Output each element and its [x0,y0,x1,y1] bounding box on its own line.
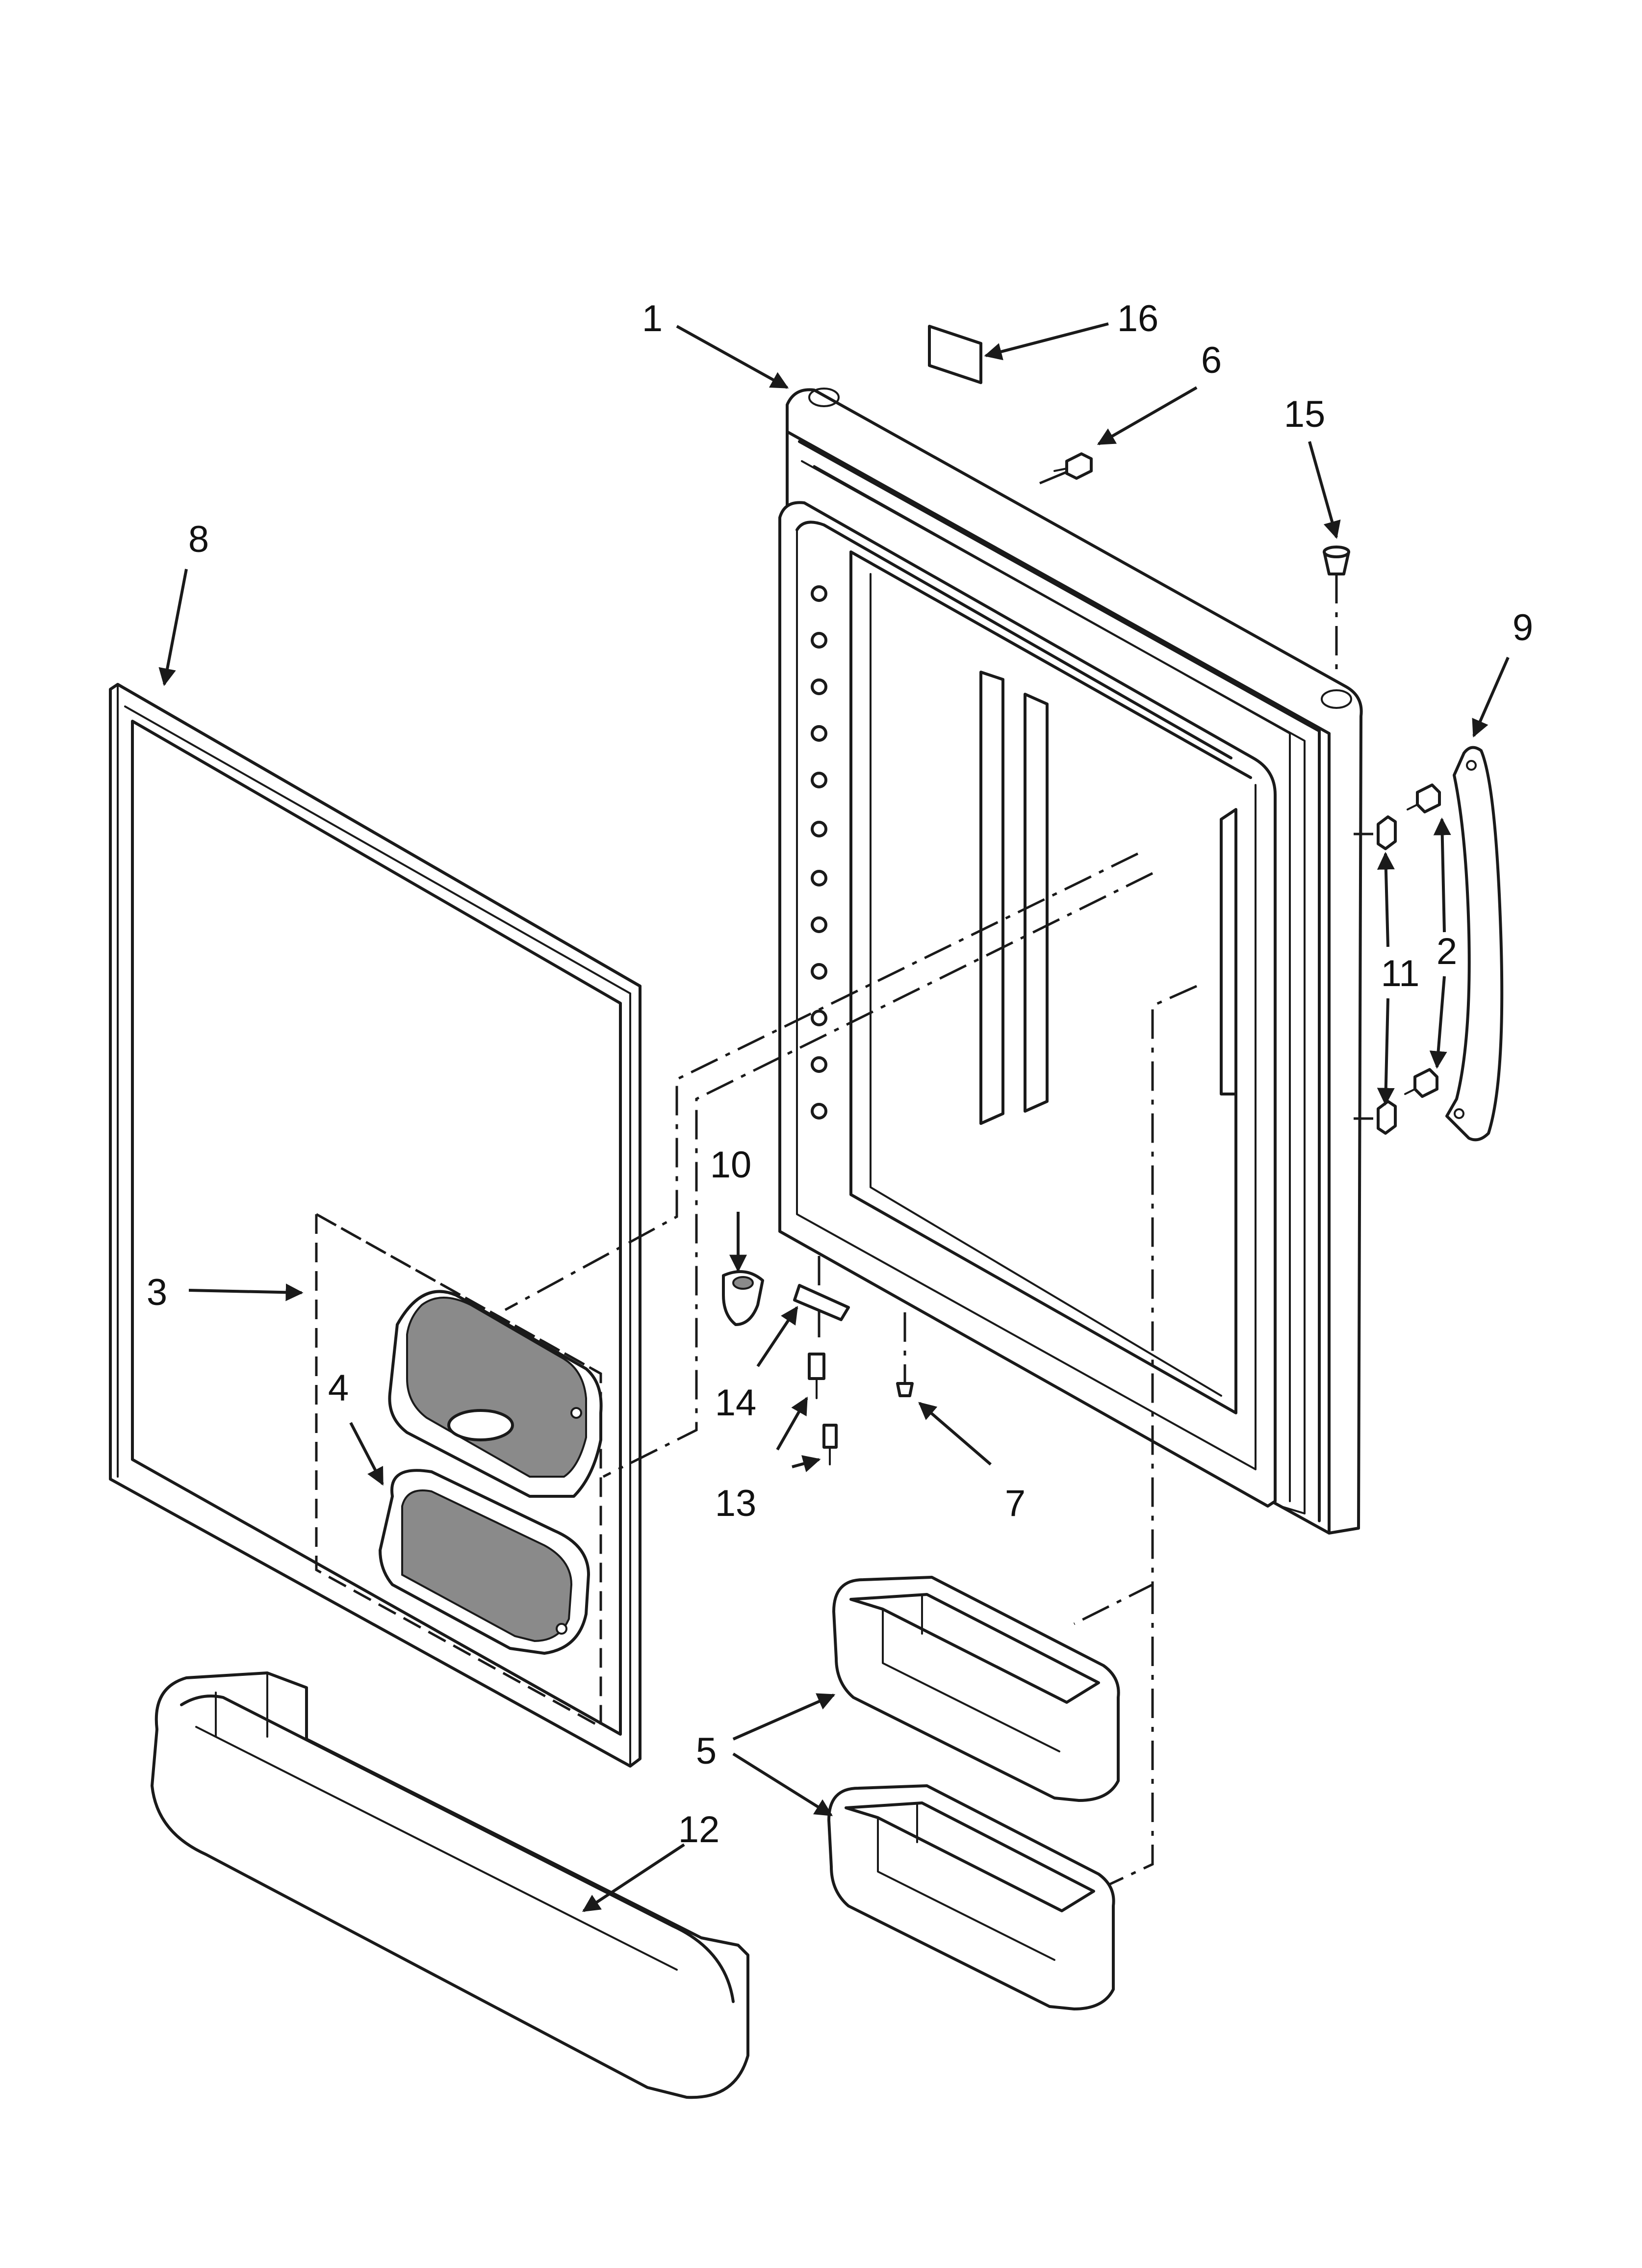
top-hinge-bushing [1323,546,1350,575]
callout-4: 4 [328,1367,349,1409]
callout-3: 3 [147,1272,167,1313]
door-stop-screw [1053,452,1093,480]
callout-9: 9 [1513,607,1533,649]
leader-lines [158,322,1510,1912]
callout-7: 7 [1005,1483,1026,1524]
callout-12: 12 [678,1809,720,1851]
callout-11: 11 [1381,953,1420,994]
dispenser-housing [388,1290,603,1498]
handle-screw-lower [1404,1068,1438,1098]
inner-door-frame [778,501,1277,1508]
callout-1: 1 [642,298,663,339]
callout-10: 10 [710,1144,752,1186]
door-label [928,325,982,384]
callout-15: 15 [1284,393,1326,435]
bottom-hinge-bushing [722,1270,764,1326]
callout-16: 16 [1117,298,1159,339]
hinge-bracket [793,1284,850,1321]
callout-2: 2 [1437,931,1457,972]
callout-13: 13 [715,1483,757,1524]
door-bin-lower [827,1784,1115,2010]
callout-5: 5 [696,1730,717,1772]
dispenser-outline [315,1212,602,1729]
callout-6: 6 [1201,339,1222,381]
door-bin-upper [832,1576,1120,1802]
callout-14: 14 [715,1382,757,1424]
shelf-pegs [811,585,827,1120]
handle-screw-upper [1407,783,1441,813]
door-liner-panel [109,683,641,1768]
callout-labels: 1 16 6 15 8 9 2 11 10 3 4 14 13 7 5 12 [147,298,1533,1851]
mounting-stud-upper [1377,815,1397,850]
door-closer-plug [896,1382,914,1397]
dispenser-tray [379,1469,590,1655]
callout-8: 8 [188,519,209,560]
hinge-screw-upper [808,1353,825,1399]
mounting-stud-lower [1377,1100,1397,1135]
door-handle [1445,746,1504,1142]
bottom-door-shelf [151,1671,749,2099]
hinge-screw-lower [822,1424,838,1465]
